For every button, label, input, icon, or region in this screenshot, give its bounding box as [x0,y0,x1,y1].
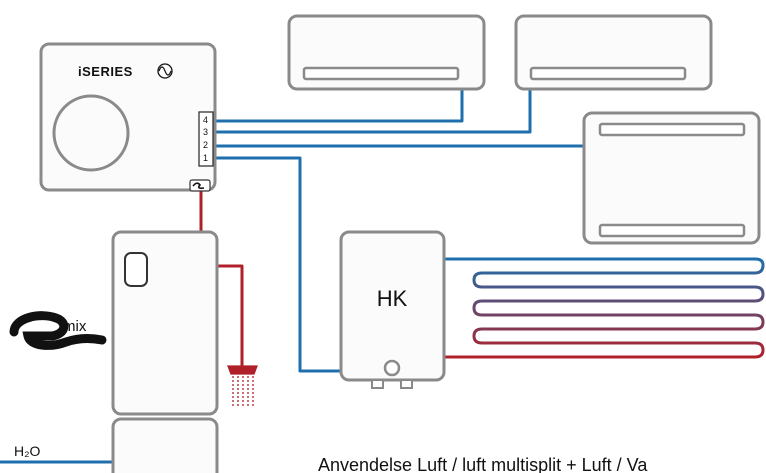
brand-logo-text: iSERIES [78,64,133,79]
indoor-console-unit [582,111,761,245]
pipe-line-1 [211,156,343,373]
pipes [0,83,765,464]
emix-unit [111,230,219,416]
emix-logo: mix [9,311,107,350]
port-terminal [198,111,214,167]
floor-heating-coil [441,257,765,359]
port-label-4: 4 [203,115,208,125]
water-label: H₂O [14,443,41,459]
caption: Anvendelse Luft / luft multisplit + Luft… [318,455,648,473]
indoor-wall-unit-1 [287,14,486,91]
heat-exchanger-label: HK [377,286,408,311]
port-label-2: 2 [203,140,208,150]
port-label-1: 1 [203,153,208,163]
outdoor-unit: iSERIES 4 3 2 1 [39,42,217,192]
water-tank [111,417,219,473]
pipe-hot-water [215,264,244,368]
shower-icon [227,365,258,408]
port-label-3: 3 [203,127,208,137]
hk-gauge [383,359,401,377]
emix-display [124,252,148,287]
heat-exchanger-unit: HK [339,230,446,389]
pipe-line-3 [211,83,532,134]
indoor-wall-unit-2 [514,14,713,91]
pipe-line-4 [211,83,464,123]
sine-wave-icon [157,63,173,79]
emix-logo-text: mix [63,318,87,335]
fan-icon [52,94,130,172]
